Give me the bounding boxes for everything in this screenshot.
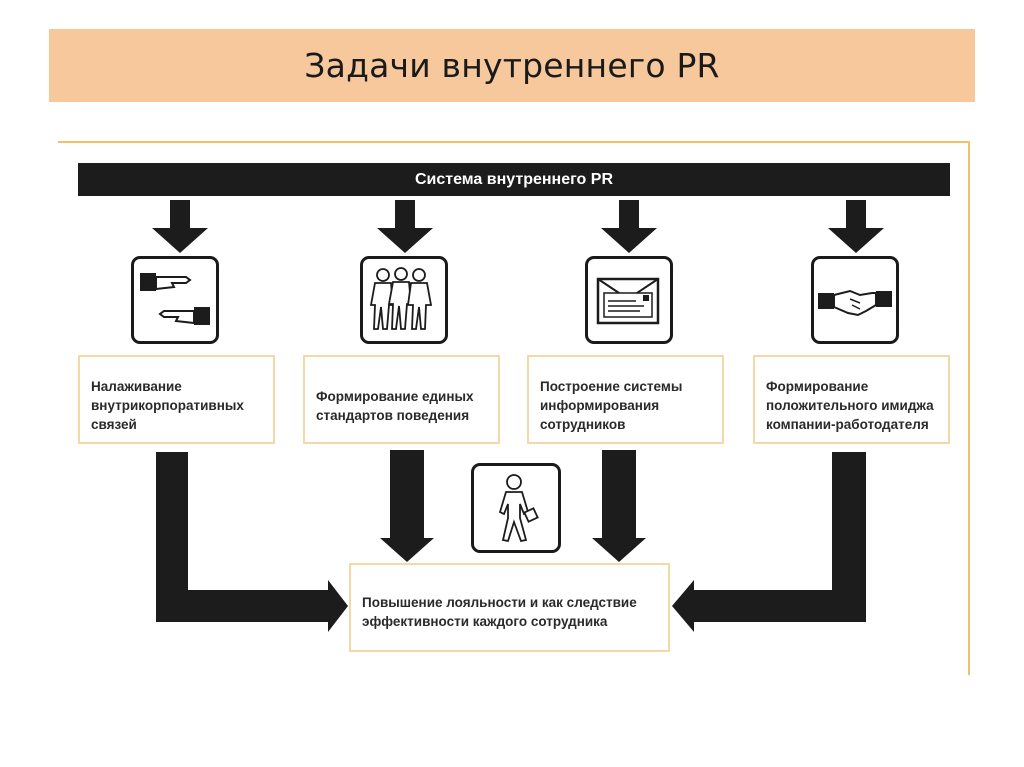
task-text-2: Формирование единых стандартов поведения	[316, 389, 474, 423]
pointing-hands-icon	[140, 273, 210, 325]
down-arrow-3	[601, 200, 657, 253]
icon-box-center	[471, 463, 561, 553]
down-arrow-2	[377, 200, 433, 253]
slide-title: Задачи внутреннего PR	[304, 46, 720, 85]
down-arrow-4	[828, 200, 884, 253]
icon-box-2	[360, 256, 448, 344]
task-box-3: Построение системы информирования сотруд…	[527, 355, 724, 444]
task-box-1: Налаживание внутрикорпоративных связей	[78, 355, 275, 444]
system-label: Система внутреннего PR	[414, 171, 613, 188]
middle-down-arrow-1	[380, 450, 434, 562]
icon-box-3	[585, 256, 673, 344]
task-text-1: Налаживание внутрикорпоративных связей	[91, 379, 244, 432]
title-band: Задачи внутреннего PR	[49, 29, 975, 102]
result-box: Повышение лояльности и как следствие эфф…	[349, 563, 670, 652]
task-box-2: Формирование единых стандартов поведения	[303, 355, 500, 444]
icon-box-1	[131, 256, 219, 344]
left-l-arrow	[156, 452, 348, 632]
middle-down-arrow-2	[592, 450, 646, 562]
walking-person-with-briefcase-icon	[498, 474, 539, 543]
frame-top-line	[58, 141, 970, 143]
right-l-arrow	[672, 452, 866, 632]
result-text: Повышение лояльности и как следствие эфф…	[362, 595, 637, 629]
envelope-icon	[596, 277, 660, 325]
task-text-3: Построение системы информирования сотруд…	[540, 379, 683, 432]
task-text-4: Формирование положительного имиджа компа…	[766, 379, 934, 432]
frame-right-line	[968, 141, 970, 675]
group-of-people-icon	[369, 267, 433, 330]
icon-box-4	[811, 256, 899, 344]
handshake-icon	[818, 289, 892, 317]
down-arrow-1	[152, 200, 208, 253]
task-box-4: Формирование положительного имиджа компа…	[753, 355, 950, 444]
system-bar: Система внутреннего PR	[78, 163, 950, 196]
